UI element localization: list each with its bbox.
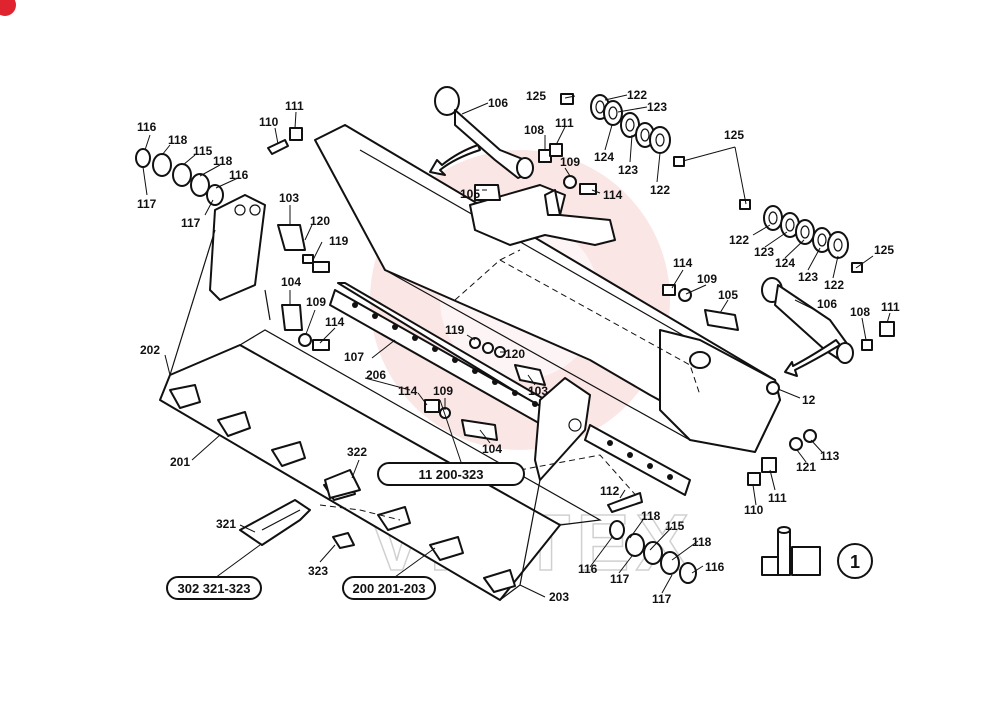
corner-badge-icon	[0, 0, 16, 16]
label-119: 119	[445, 323, 465, 337]
cylinder-106-top	[434, 86, 534, 179]
detail-number-circle: 1	[837, 543, 873, 579]
label-124: 124	[594, 150, 614, 164]
label-124: 124	[775, 256, 795, 270]
label-116: 116	[705, 560, 725, 574]
label-122: 122	[627, 88, 647, 102]
part-labels: 106 125 122 123 111 110 116 118 115 118 …	[137, 88, 900, 606]
label-108: 108	[524, 123, 544, 137]
label-103: 103	[279, 191, 299, 205]
label-118: 118	[692, 535, 712, 549]
label-109: 109	[697, 272, 717, 286]
pin-323	[332, 532, 355, 549]
label-118: 118	[641, 509, 661, 523]
label-206: 206	[366, 368, 386, 382]
label-109: 109	[560, 155, 580, 169]
wear-strip-206	[584, 424, 691, 496]
detail-inset	[761, 526, 821, 576]
label-121: 121	[796, 460, 816, 474]
bushing-stack-right	[739, 199, 863, 273]
label-115: 115	[193, 144, 213, 158]
label-115: 115	[665, 519, 685, 533]
label-12: 12	[802, 393, 816, 407]
label-108: 108	[850, 305, 870, 319]
bushing-stack-bottom	[609, 520, 697, 584]
leader-lines	[142, 94, 891, 598]
label-112: 112	[600, 484, 620, 498]
label-111: 111	[881, 300, 900, 314]
label-122: 122	[650, 183, 670, 197]
label-123: 123	[798, 270, 818, 284]
label-123: 123	[647, 100, 667, 114]
label-123: 123	[618, 163, 638, 177]
label-103: 103	[528, 384, 548, 398]
label-110: 110	[259, 115, 279, 129]
ref-box-11: 11 200-323	[377, 462, 525, 486]
label-120: 120	[310, 214, 330, 228]
svg-text:11 200-323: 11 200-323	[418, 467, 483, 482]
label-104: 104	[482, 442, 502, 456]
label-116: 116	[229, 168, 249, 182]
label-118: 118	[168, 133, 188, 147]
label-106: 106	[488, 96, 508, 110]
label-323: 323	[308, 564, 328, 578]
svg-text:302 321-323: 302 321-323	[177, 581, 250, 596]
label-202: 202	[140, 343, 160, 357]
label-322: 322	[347, 445, 367, 459]
label-203: 203	[549, 590, 569, 604]
label-106: 106	[817, 297, 837, 311]
label-105: 105	[718, 288, 738, 302]
wear-strip-107	[329, 282, 581, 436]
svg-text:200 201-203: 200 201-203	[352, 581, 425, 596]
label-117: 117	[610, 572, 630, 586]
tooth-321	[239, 499, 311, 546]
label-116: 116	[137, 120, 157, 134]
label-125: 125	[874, 243, 894, 257]
label-201: 201	[170, 455, 190, 469]
label-117: 117	[652, 592, 672, 606]
small-parts	[267, 127, 895, 513]
ref-box-302: 302 321-323	[166, 576, 262, 600]
label-120: 120	[505, 347, 525, 361]
bucket-frame	[314, 124, 781, 453]
label-110: 110	[744, 503, 764, 517]
label-113: 113	[820, 449, 840, 463]
label-105: 105	[460, 187, 480, 201]
label-114: 114	[603, 188, 623, 202]
svg-text:1: 1	[850, 552, 860, 572]
label-114: 114	[325, 315, 345, 329]
label-119: 119	[329, 234, 349, 248]
label-114: 114	[673, 256, 693, 270]
label-111: 111	[768, 491, 787, 505]
bushing-stack-left	[135, 148, 224, 206]
label-321: 321	[216, 517, 236, 531]
tooth-322	[324, 469, 361, 499]
ref-box-200: 200 201-203	[342, 576, 436, 600]
label-125: 125	[724, 128, 744, 142]
label-111: 111	[555, 116, 574, 130]
cylinder-106-right	[761, 277, 854, 364]
label-109: 109	[433, 384, 453, 398]
label-125: 125	[526, 89, 546, 103]
label-116: 116	[578, 562, 598, 576]
label-117: 117	[137, 197, 157, 211]
label-114: 114	[398, 384, 418, 398]
label-109: 109	[306, 295, 326, 309]
label-107: 107	[344, 350, 364, 364]
label-117: 117	[181, 216, 201, 230]
label-111: 111	[285, 99, 304, 113]
label-123: 123	[754, 245, 774, 259]
label-118: 118	[213, 154, 233, 168]
label-104: 104	[281, 275, 301, 289]
label-122: 122	[824, 278, 844, 292]
label-122: 122	[729, 233, 749, 247]
